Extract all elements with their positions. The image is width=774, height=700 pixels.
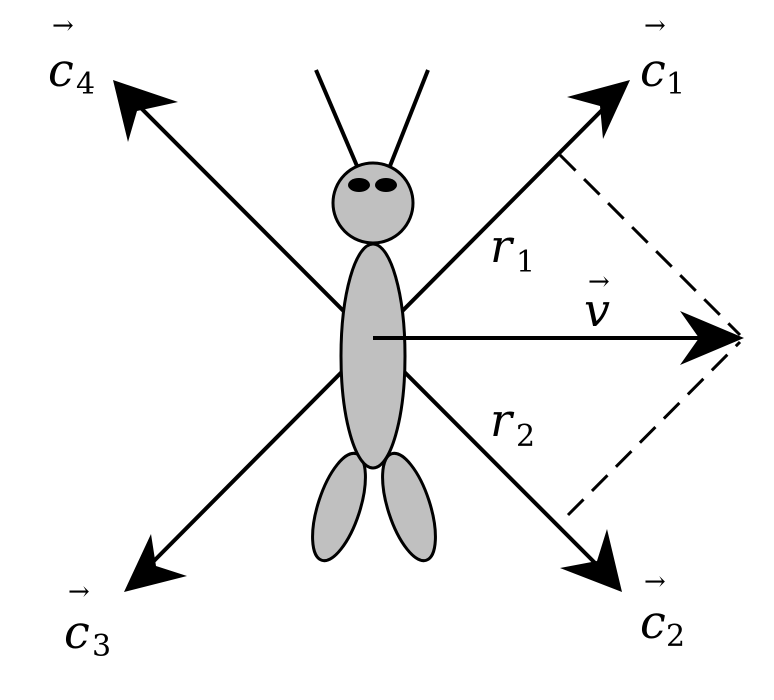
label-c2-arrow: → bbox=[644, 567, 666, 597]
label-c4-sub: 4 bbox=[76, 67, 95, 102]
bug-figure bbox=[311, 69, 437, 563]
label-r2: r 2 bbox=[490, 393, 535, 454]
label-c3: → c 3 bbox=[64, 577, 111, 664]
label-c2-sub: 2 bbox=[666, 619, 685, 654]
label-c1-sub: 1 bbox=[666, 67, 685, 102]
label-c1: → c 1 bbox=[640, 11, 685, 102]
label-r2-base: r bbox=[490, 393, 515, 447]
eye-left bbox=[348, 178, 370, 192]
arrowhead-v bbox=[680, 311, 744, 365]
label-c2-base: c bbox=[640, 595, 666, 649]
arrowhead-c1 bbox=[567, 80, 630, 139]
label-c1-base: c bbox=[640, 43, 666, 97]
projection-r1-line bbox=[558, 153, 742, 337]
eye-right bbox=[375, 178, 397, 192]
label-c3-sub: 3 bbox=[92, 629, 111, 664]
label-c3-arrow: → bbox=[68, 577, 90, 607]
antenna-right bbox=[388, 69, 430, 167]
antenna-left bbox=[314, 69, 359, 167]
arrowhead-c3 bbox=[124, 534, 187, 592]
label-c4: → c 4 bbox=[48, 11, 95, 102]
label-c4-arrow: → bbox=[52, 11, 74, 41]
label-c3-base: c bbox=[64, 605, 90, 659]
arrowhead-c2 bbox=[560, 529, 622, 592]
label-v-arrow: → bbox=[588, 267, 610, 297]
leg-right bbox=[381, 451, 437, 563]
label-r1: r 1 bbox=[490, 219, 535, 280]
vector-v bbox=[373, 311, 744, 365]
label-c1-arrow: → bbox=[644, 11, 666, 41]
bug-body bbox=[339, 242, 407, 470]
label-v: → v bbox=[584, 267, 610, 337]
label-r1-base: r bbox=[490, 219, 515, 273]
label-c2: → c 2 bbox=[640, 567, 685, 654]
bug-head bbox=[331, 161, 415, 245]
label-r1-sub: 1 bbox=[516, 245, 535, 280]
label-r2-sub: 2 bbox=[516, 419, 535, 454]
projection-r2-line bbox=[566, 340, 742, 517]
label-c4-base: c bbox=[48, 43, 74, 97]
label-v-base: v bbox=[584, 283, 610, 337]
arrowhead-c4 bbox=[113, 80, 178, 142]
projection-lines bbox=[558, 153, 742, 517]
